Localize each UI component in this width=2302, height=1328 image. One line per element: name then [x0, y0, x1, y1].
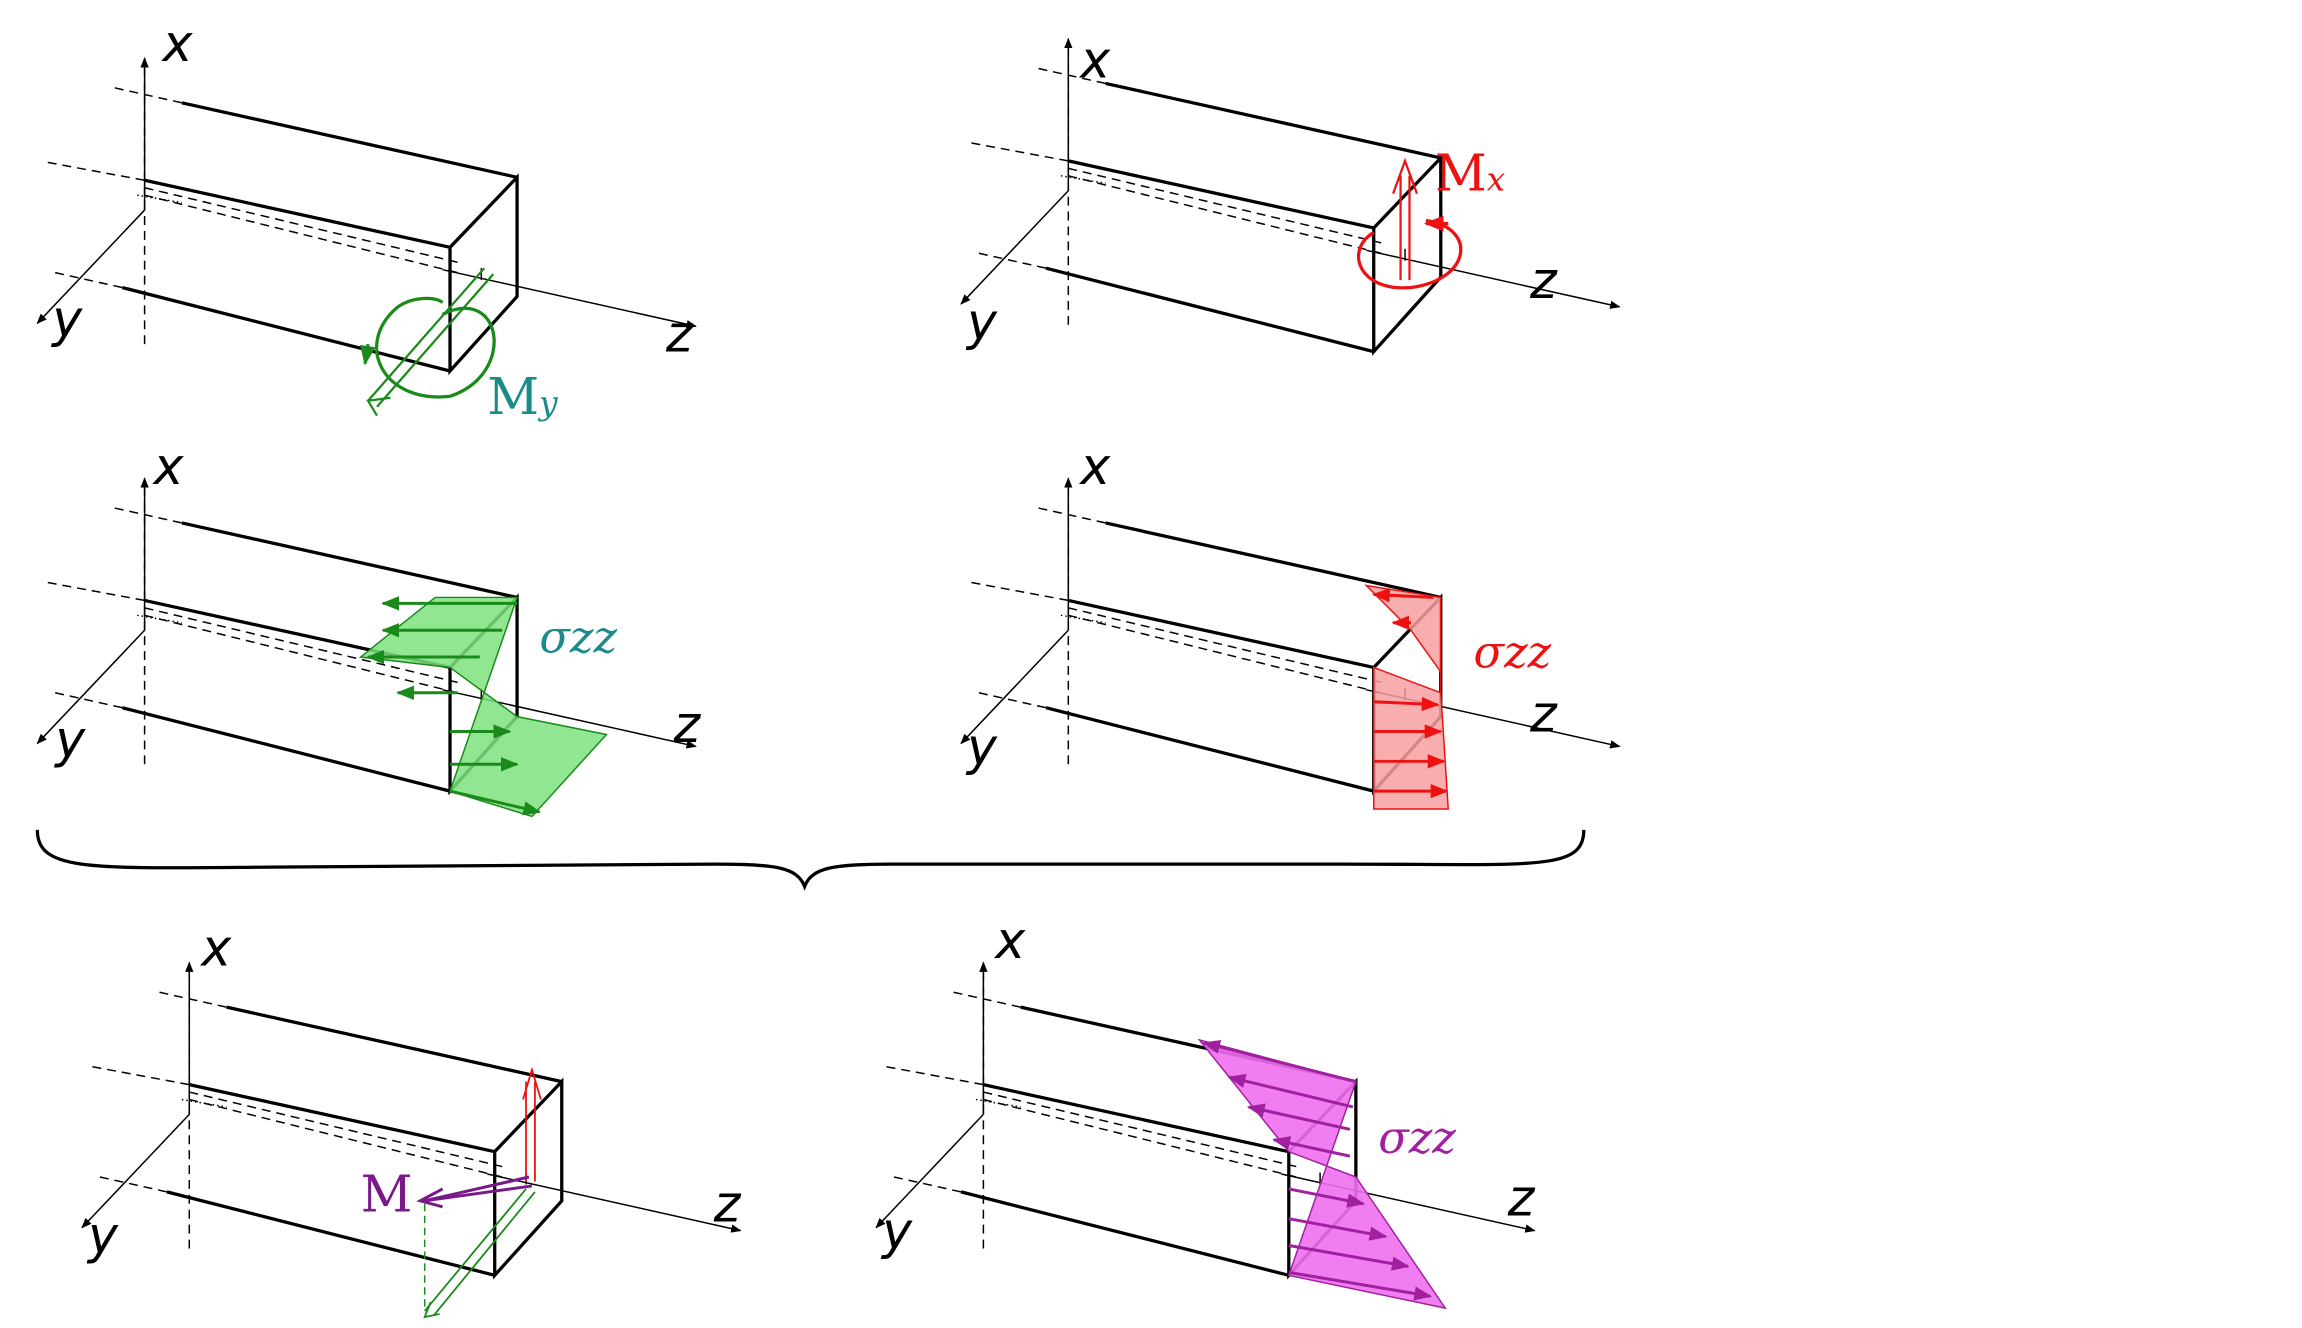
- x-axis-label: x: [152, 437, 185, 496]
- panel-combined-stress: x y z σzz: [876, 911, 1536, 1310]
- x-axis-label: x: [1078, 30, 1111, 89]
- y-axis-label: y: [880, 1202, 913, 1261]
- my-moment-label: My: [487, 367, 558, 426]
- beam-outline: [82, 962, 741, 1275]
- mx-stress-arrows: [1371, 588, 1449, 799]
- mx-rotation-arc: [1356, 218, 1463, 290]
- sigma-label: σzz: [1474, 626, 1552, 678]
- panel-combined-moment: x y z M: [82, 918, 742, 1319]
- z-axis-label: z: [1529, 251, 1558, 310]
- x-axis-label: x: [160, 14, 193, 73]
- beam-outline: [37, 58, 696, 371]
- my-stress-arrows: [366, 596, 542, 816]
- y-axis-label: y: [86, 1206, 119, 1265]
- y-axis-label: y: [50, 290, 83, 349]
- combined-stress-arrows: [1202, 1039, 1433, 1301]
- z-axis-label: z: [1529, 685, 1558, 744]
- mx-stress-distribution: [1364, 584, 1450, 810]
- y-axis-label: y: [53, 710, 86, 769]
- summation-brace: [35, 829, 1586, 892]
- panel-my-stress: x y z σzz: [37, 437, 701, 818]
- z-axis-label: z: [1507, 1169, 1536, 1228]
- my-vector-line-1: [367, 267, 486, 402]
- panel-my-moment: x y z My: [37, 14, 696, 426]
- resultant-moment-label: M: [361, 1164, 413, 1223]
- z-axis-label: z: [713, 1175, 742, 1234]
- x-axis-label: x: [993, 911, 1026, 970]
- mx-moment-label: Mx: [1435, 144, 1505, 203]
- y-axis-label: y: [965, 717, 998, 776]
- panel-mx-moment: x y z Mx: [961, 30, 1620, 351]
- z-axis-label: z: [672, 695, 701, 754]
- my-stress-distribution: [358, 596, 608, 818]
- beam-outline: [961, 39, 1620, 352]
- y-axis-label: y: [965, 293, 998, 352]
- z-axis-label: z: [665, 305, 694, 364]
- x-axis-label: x: [199, 918, 232, 977]
- sigma-label: σzz: [1378, 1112, 1456, 1164]
- x-axis-label: x: [1078, 437, 1111, 496]
- my-rotation-arc: [375, 296, 496, 399]
- panel-mx-stress: x y z σzz: [961, 437, 1620, 810]
- sigma-label: σzz: [539, 612, 617, 664]
